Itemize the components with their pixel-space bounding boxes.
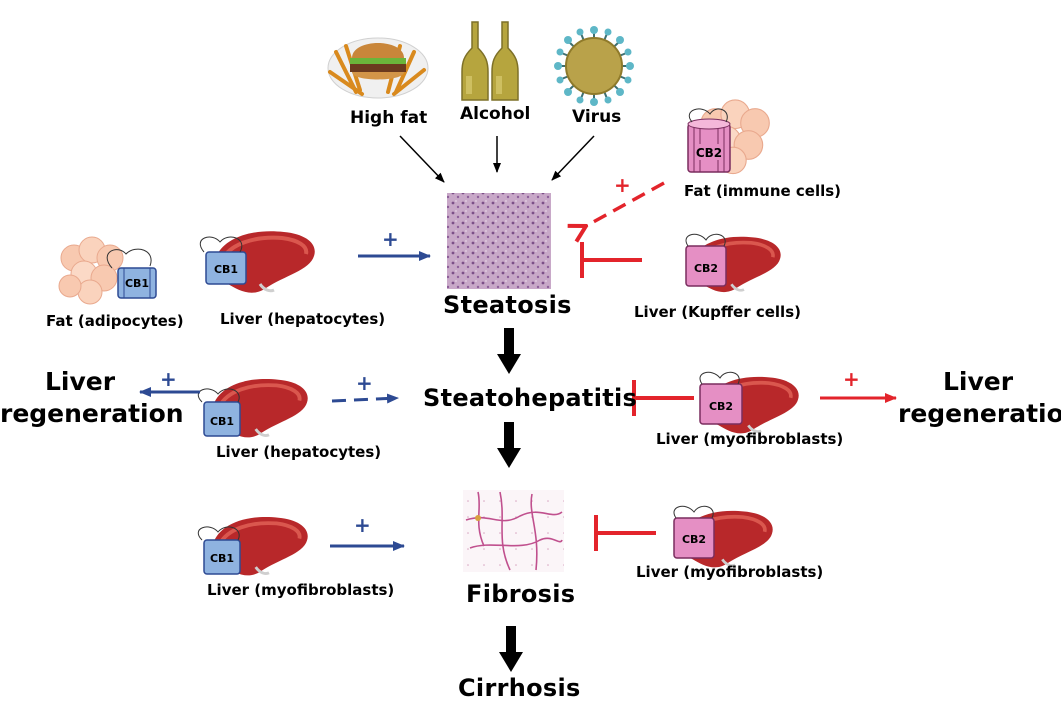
- hepatocytes-to-steatohepatitis-dashed-arrow: [331, 393, 399, 404]
- svg-text:CB1: CB1: [214, 263, 238, 276]
- liver-hepatocytes-row2-icon: CB1: [197, 377, 310, 440]
- regeneration-right-plus: +: [843, 367, 860, 391]
- liver-myofibroblasts-row2-label: Liver (myofibroblasts): [656, 430, 844, 448]
- virus-arrow: [551, 135, 595, 181]
- liver-myofibroblasts-bottom-right-label: Liver (myofibroblasts): [636, 563, 824, 581]
- hepatocytes-steatohepatitis-plus: +: [356, 371, 373, 395]
- myofibroblasts-inhibition-bar: [632, 380, 694, 416]
- liver-myofibroblasts-icon: CB2: [699, 371, 801, 436]
- cb2-label: CB2: [696, 146, 722, 160]
- cb2-receptor-icon: CB2: [687, 108, 731, 173]
- high-fat-arrow: [399, 135, 445, 183]
- liver-myofibroblasts-cb1-icon: CB1: [197, 515, 310, 578]
- stage-cirrhosis: Cirrhosis: [458, 674, 581, 702]
- stage-fibrosis: Fibrosis: [466, 580, 576, 608]
- regeneration-left-plus: +: [160, 367, 177, 391]
- fat-immune-plus: +: [614, 173, 631, 197]
- fat-immune-dashed-arrow: [586, 181, 665, 226]
- svg-text:CB2: CB2: [682, 533, 706, 546]
- liver-hepatocytes-icon: CB1: [199, 229, 317, 295]
- fat-adipocytes-label: Fat (adipocytes): [46, 312, 184, 330]
- svg-text:CB2: CB2: [709, 400, 733, 413]
- fat-immune-label: Fat (immune cells): [684, 182, 842, 200]
- liver-kupffer-icon: CB2: [685, 233, 783, 294]
- steatosis-histology-icon: [447, 193, 551, 289]
- liver-regeneration-left: Liver regeneration: [0, 367, 184, 428]
- fibrosis-histology-icon: [463, 490, 564, 572]
- liver-myofibroblasts-bottom-left-label: Liver (myofibroblasts): [207, 581, 395, 599]
- progression-arrows: [497, 328, 523, 672]
- liver-hepatocytes-label: Liver (hepatocytes): [220, 310, 386, 328]
- myofibroblasts-fibrosis-plus: +: [354, 513, 371, 537]
- hepatocytes-steatosis-plus: +: [382, 227, 399, 251]
- hamburger-fries-icon: [327, 37, 429, 99]
- liver-kupffer-label: Liver (Kupffer cells): [634, 303, 801, 321]
- fat-adipocytes-icon: [58, 236, 124, 305]
- virus-label: Virus: [572, 107, 622, 127]
- bottles-icon: [461, 21, 519, 101]
- cb1-label: CB1: [125, 277, 149, 290]
- liver-regeneration-right: Liver regeneration: [898, 367, 1061, 428]
- svg-text:CB1: CB1: [210, 552, 234, 565]
- liver-myofibroblasts-cb2-icon: CB2: [673, 505, 775, 570]
- high-fat-label: High fat: [350, 108, 428, 128]
- svg-text:CB1: CB1: [210, 415, 234, 428]
- virus-icon: [554, 26, 634, 106]
- stage-steatohepatitis: Steatohepatitis: [423, 384, 638, 412]
- stage-steatosis: Steatosis: [443, 291, 572, 319]
- svg-text:CB2: CB2: [694, 262, 718, 275]
- kupffer-inhibition-bar: [580, 242, 642, 278]
- alcohol-label: Alcohol: [460, 104, 531, 124]
- liver-hepatocytes-row2-label: Liver (hepatocytes): [216, 443, 382, 461]
- fibrosis-inhibition-bar: [594, 515, 656, 551]
- cb1-receptor-icon: CB1: [106, 248, 157, 299]
